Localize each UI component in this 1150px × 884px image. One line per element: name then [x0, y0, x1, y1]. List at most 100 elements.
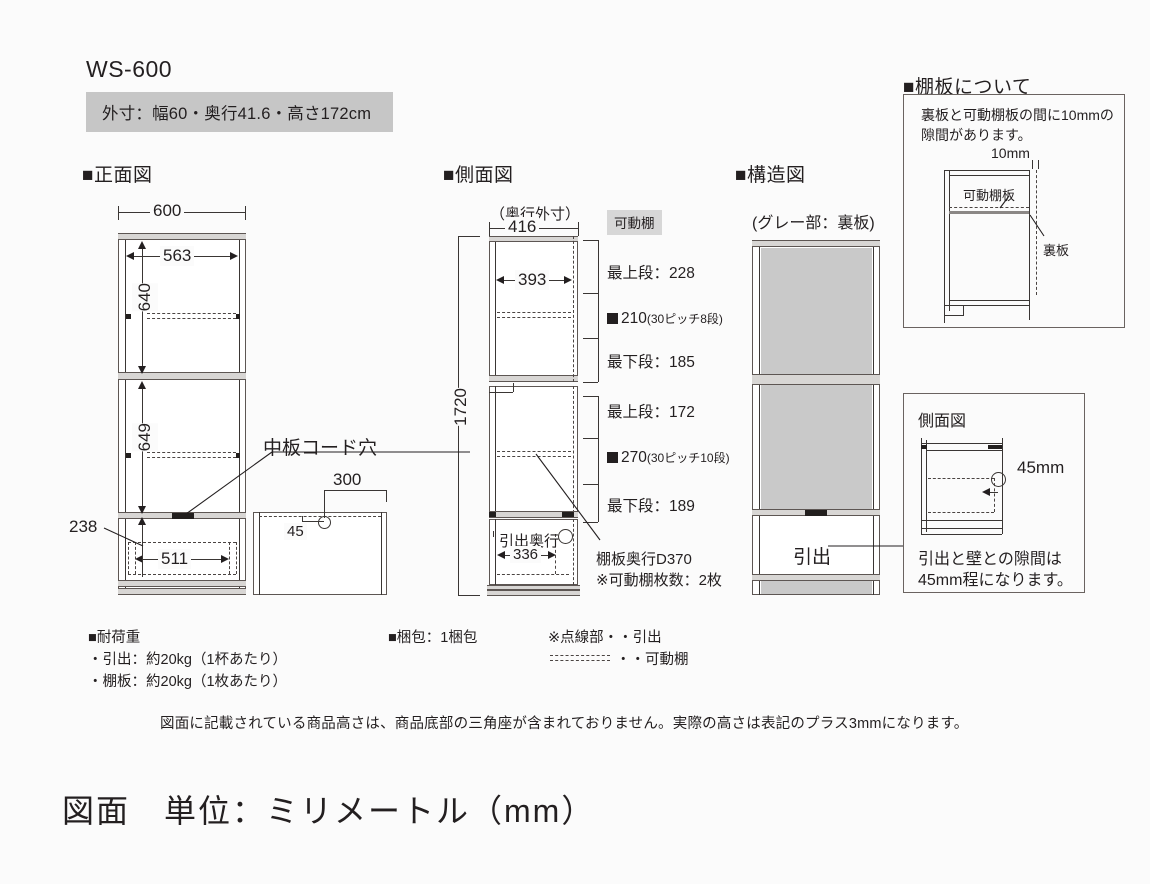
dim-ext-left-600	[118, 206, 119, 220]
side-lower-movable-shelf	[497, 451, 571, 457]
front-drawer-dash-right-inner	[229, 542, 230, 574]
bracket-upper-shelf	[598, 240, 599, 382]
side-detail-text-1: 引出と壁との隙間は	[918, 551, 1062, 568]
spec-badge-text: 外寸：幅60・奥行41.6・高さ172cm	[102, 105, 372, 123]
load-shelf: ・棚板：約20kg（1枚あたり）	[88, 674, 288, 690]
bracket-lower-div-1	[583, 438, 598, 439]
shelf-mini-back-dash	[1036, 170, 1037, 295]
structure-back-panel-upper	[761, 248, 872, 374]
model-code: WS-600	[86, 56, 173, 82]
dim-649: 649	[132, 423, 158, 452]
dim-arrow-336-right	[548, 551, 556, 559]
packing-note: ■梱包：1梱包	[388, 630, 478, 646]
dim-arrow-640-top	[138, 241, 146, 249]
dim-arrow-393-left	[496, 276, 504, 284]
shelf-row-lower-2-label: 最下段：189	[607, 498, 695, 515]
footnote: 図面に記載されている商品高さは、商品底部の三角座が含まれておりません。実際の高さ…	[160, 716, 969, 732]
structure-cord-hole-plug	[805, 510, 827, 516]
shelf-row-upper-1-label: 210	[621, 310, 647, 327]
front-lower-movable-shelf	[147, 452, 236, 458]
dim-640: 640	[132, 283, 158, 312]
shelf-mini-top-inner	[949, 175, 1029, 176]
side-drawer-tick-left	[493, 531, 494, 537]
bracket-upper-cap-bottom	[583, 382, 598, 383]
shelf-row-upper-0-label: 最上段：228	[607, 265, 695, 282]
unit-title: 図面 単位：ミリメートル（mm）	[62, 793, 596, 829]
side-cord-plug-right	[562, 512, 574, 517]
dim-ext-416-right	[578, 222, 579, 236]
shelf-row-upper-0: 最上段：228	[607, 261, 695, 283]
dim-cap-1720-bottom	[458, 595, 480, 596]
side-upper-front-inner	[495, 236, 496, 382]
side-detail-top	[921, 443, 1002, 444]
dim-416: 416	[505, 217, 540, 237]
shelf-gap-label: 10mm	[991, 145, 1030, 161]
structure-top-board	[752, 240, 880, 247]
dim-ext-right-600	[245, 206, 246, 220]
dim-300: 300	[330, 470, 365, 490]
side-plinth	[487, 590, 580, 596]
shelf-mini-back-panel	[1029, 170, 1030, 300]
structure-left-inner	[759, 240, 760, 595]
side-drawer-front-inner	[495, 519, 496, 585]
structure-legend: (グレー部：裏板)	[752, 215, 875, 232]
dim-line-300	[324, 490, 387, 491]
shelf-mini-back-label: 裏板	[1043, 243, 1070, 258]
side-plinth-top	[487, 585, 580, 590]
structure-back-panel-lower	[761, 385, 872, 509]
movable-shelf-badge: 可動棚	[607, 210, 662, 235]
side-upper-bottom-board	[489, 375, 578, 382]
heading-structure-view: ■構造図	[735, 165, 806, 186]
shelf-row-upper-1-suffix: (30ピッチ8段)	[646, 312, 723, 326]
side-detail-title: 側面図	[918, 413, 967, 430]
shelf-mini-movable-label: 可動棚板	[963, 188, 1016, 203]
shelf-row-upper-1: 210(30ピッチ8段)	[607, 310, 723, 328]
side-detail-gap-arrow	[982, 488, 990, 496]
side-upper-top-board	[489, 236, 578, 242]
front-right-panel-inner-edge	[239, 233, 240, 595]
bullet-square-icon	[607, 313, 618, 324]
front-drawer-dash-bottom	[128, 574, 236, 575]
bracket-lower-shelf	[598, 396, 599, 522]
side-detail-drawer-dash-right	[994, 478, 995, 512]
front-middle-board	[118, 372, 246, 380]
shelf-row-lower-1: 270(30ピッチ10段)	[607, 449, 730, 467]
bracket-upper-cap-top	[583, 240, 598, 241]
dim-line-238	[142, 519, 143, 577]
shelf-mini-left-outer	[944, 170, 945, 311]
legend-dashed: ・・可動棚	[616, 652, 689, 668]
dim-line-45	[302, 521, 324, 522]
spec-badge: 外寸：幅60・奥行41.6・高さ172cm	[86, 92, 393, 132]
shelf-about-text-2: 隙間があります。	[921, 127, 1032, 143]
front-lower-shelf-pin-left	[126, 453, 131, 458]
cord-hole-label: 中板コード穴	[263, 438, 378, 459]
side-detail-drawer-dash-bottom	[928, 512, 994, 513]
shelf-row-upper-2: 最下段：185	[607, 350, 695, 372]
side-lower-back-dash	[573, 386, 574, 518]
side-drawer-dash-bottom	[497, 574, 569, 575]
shelf-row-lower-0: 最上段：172	[607, 400, 695, 422]
bracket-upper-div-1	[583, 293, 598, 294]
side-upper-carcass	[489, 236, 578, 382]
side-upper-movable-shelf	[497, 312, 571, 318]
shelf-depth-note-2: ※可動棚枚数：2枚	[596, 572, 722, 589]
cord-hole-plug	[172, 513, 194, 519]
shelf-row-lower-0-label: 最上段：172	[607, 404, 695, 421]
front-detail-left-inner	[259, 512, 260, 595]
dim-arrow-511-right	[221, 555, 229, 563]
bracket-lower-cap-bottom	[583, 522, 598, 523]
front-upper-shelf-pin-right	[236, 314, 240, 319]
side-detail-drawer-dash-top	[928, 478, 994, 479]
side-notch-line	[489, 392, 513, 393]
side-detail-back-outer	[1002, 438, 1003, 534]
side-detail-left-outer	[921, 438, 922, 534]
side-detail-text-2: 45mm程になります。	[918, 572, 1073, 589]
dim-arrow-238-top	[138, 517, 146, 525]
dim-arrow-563-left	[126, 252, 134, 260]
shelf-mini-gap-tick-left	[1032, 160, 1033, 169]
side-drawer-back-dash	[573, 519, 574, 585]
side-detail-knob-circle	[991, 472, 1006, 487]
side-detail-plinth-top	[921, 528, 1002, 529]
shelf-mini-left-inner	[949, 170, 950, 311]
shelf-about-text-1: 裏板と可動棚板の間に10mmの	[921, 107, 1114, 123]
